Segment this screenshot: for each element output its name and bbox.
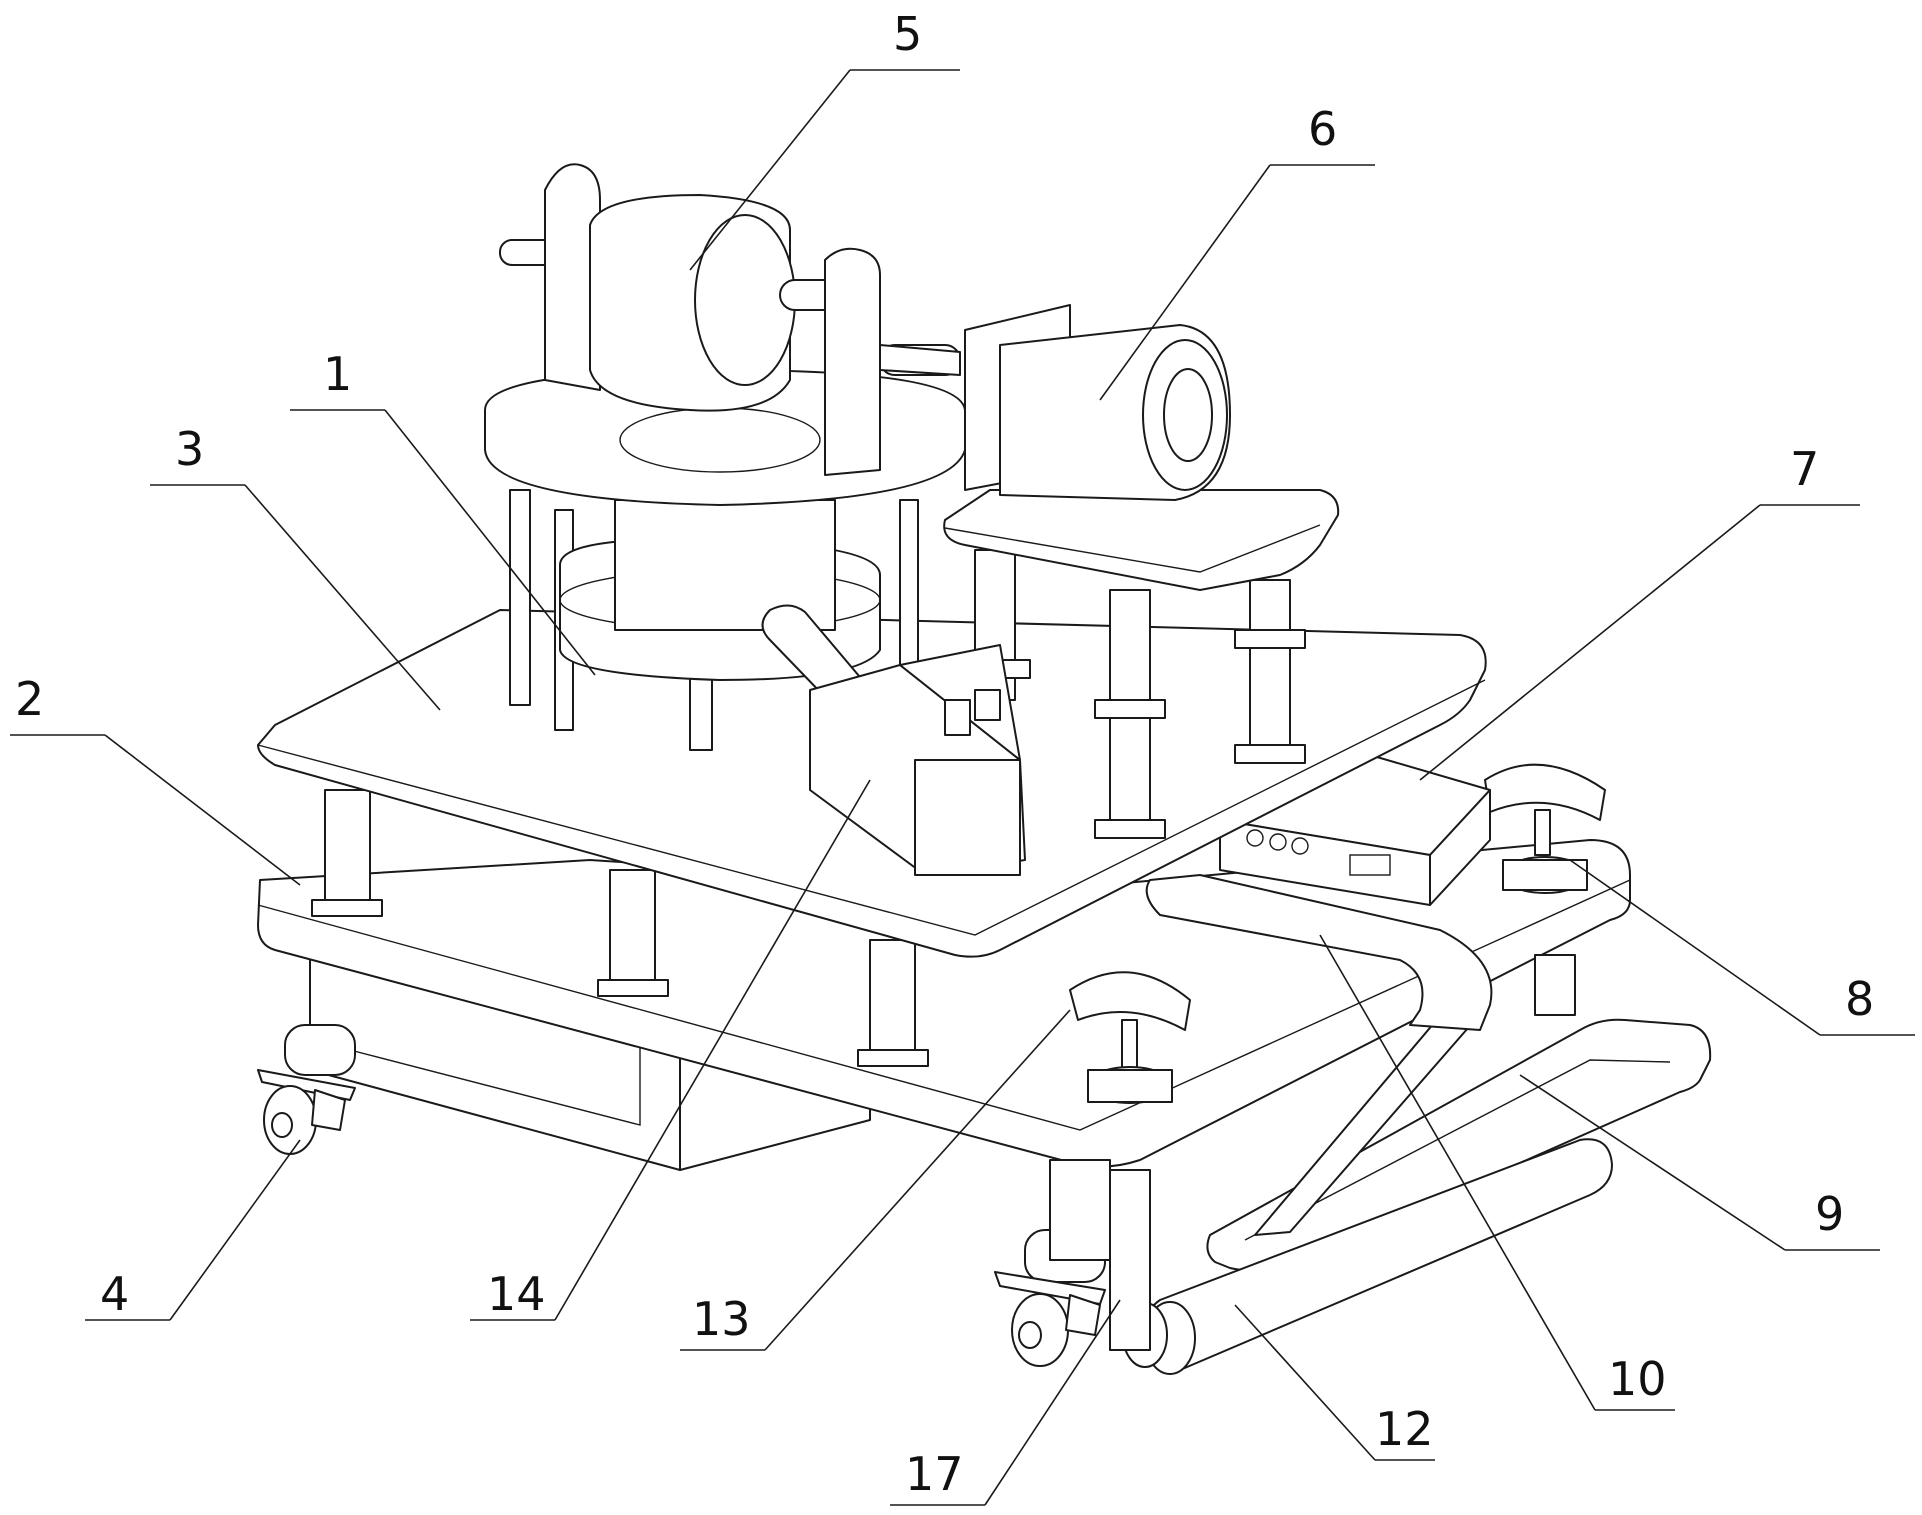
control-box [1219, 754, 1491, 906]
drum-5 [499, 163, 961, 476]
clamp-left [1069, 971, 1191, 1104]
handle-frame [1206, 1009, 1712, 1272]
callout-6: 6 [1308, 102, 1337, 156]
clamp-right [1484, 763, 1606, 894]
callout-17: 17 [905, 1447, 964, 1501]
callout-2: 2 [15, 672, 44, 726]
callout-4: 4 [100, 1267, 129, 1321]
upper-plate [943, 489, 1340, 591]
callout-5: 5 [893, 7, 922, 61]
leader-lines [10, 69, 1915, 1506]
callout-14: 14 [487, 1267, 546, 1321]
tower [484, 369, 966, 751]
caster-left [257, 1024, 356, 1155]
callout-9: 9 [1815, 1187, 1844, 1241]
callout-10: 10 [1608, 1352, 1667, 1406]
callout-3: 3 [175, 422, 204, 476]
callout-7: 7 [1790, 442, 1819, 496]
hose [1145, 874, 1493, 1031]
callout-8: 8 [1845, 972, 1874, 1026]
lower-columns [311, 789, 1576, 1067]
callout-1: 1 [323, 347, 352, 401]
support-post [1049, 1159, 1151, 1351]
callout-12: 12 [1375, 1402, 1434, 1456]
servo-motor [761, 604, 1026, 876]
callout-13: 13 [692, 1292, 751, 1346]
callout-numbers: 5 6 1 3 7 2 8 9 4 14 13 10 12 17 [15, 7, 1874, 1501]
